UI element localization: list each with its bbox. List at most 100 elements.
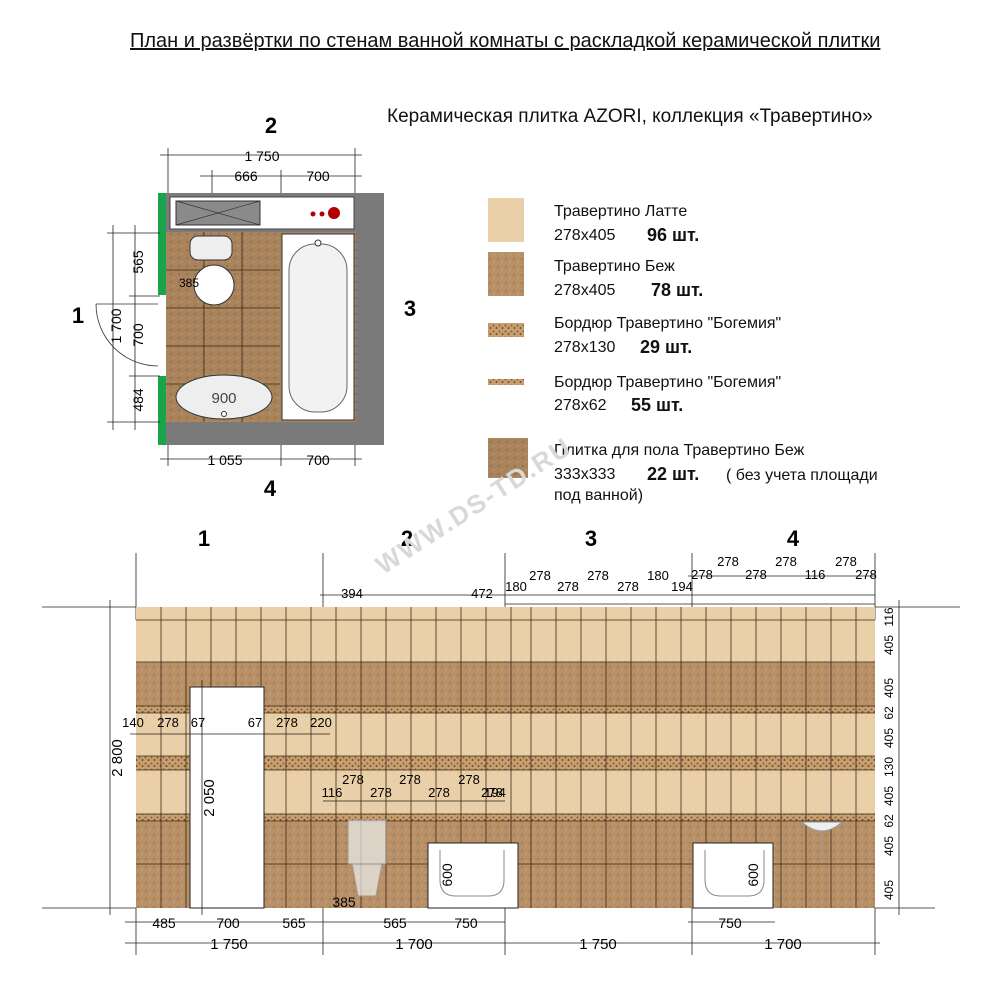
elev-dim-right-1: 405: [882, 635, 896, 655]
swatch-border-62: [488, 379, 524, 385]
elev-dim-top-11: 278: [745, 567, 767, 582]
plan-wall-2: 2: [265, 113, 277, 138]
door-swing: [95, 303, 159, 367]
plan-dim-1700: 1 700: [108, 308, 124, 343]
legend-note-2: под ванной): [554, 487, 644, 504]
elev-dim-right-0: 116: [882, 607, 896, 626]
elev-dim-top-12: 278: [775, 554, 797, 569]
elev-dim-top-13: 116: [805, 567, 826, 582]
plan-dim-1055: 1 055: [207, 452, 242, 468]
plan-dims-top: [160, 148, 362, 194]
elev-dim-mid-left-1: 278: [157, 715, 179, 730]
plan-dim-700: 700: [306, 168, 330, 184]
plan-dim-1750: 1 750: [244, 148, 279, 164]
legend-count-border-130: 29 шт.: [640, 337, 693, 357]
elev-dim-right-3: 62: [882, 706, 896, 720]
elev-dim-mid-right-7: 194: [484, 785, 506, 800]
elev-dim-top-4: 278: [557, 579, 579, 594]
elev-dim-bottom2-0: 1 750: [210, 936, 248, 953]
plan-wall-4: 4: [264, 476, 277, 501]
plan-dims-left: [107, 225, 160, 430]
elev-wall-1: 1: [198, 526, 210, 551]
elev-dim-bottom1-1: 700: [216, 915, 240, 931]
elev-dim-top-15: 278: [835, 554, 857, 569]
elev-dim-bottom1-3: 565: [383, 915, 407, 931]
legend-size-beige: 278x405: [554, 282, 616, 299]
swatch-floor: [488, 438, 528, 478]
toilet-icon: [193, 264, 235, 306]
bathtub-opening-left: [427, 842, 519, 909]
elev-dim-top-6: 278: [617, 579, 639, 594]
legend-note-1: ( без учета площади: [726, 467, 878, 484]
elev-dim-top-1: 472: [471, 586, 493, 601]
legend-size-border-62: 278x62: [554, 397, 607, 414]
plan-dims-bottom: [160, 445, 362, 466]
elev-dim-right-2: 405: [882, 678, 896, 698]
collection-subtitle: Керамическая плитка AZORI, коллекция «Тр…: [387, 106, 873, 127]
tap-icon: [328, 207, 340, 219]
plan-dim-700-left: 700: [130, 323, 146, 347]
elev-dim-bottom1-4: 750: [454, 915, 478, 931]
legend-name-floor: Плитка для пола Травертино Беж: [554, 442, 805, 459]
legend-name-beige: Травертино Беж: [554, 258, 675, 275]
elev-dim-right-6: 405: [882, 786, 896, 806]
swatch-border-130: [488, 323, 524, 337]
elev-dim-top-9: 278: [691, 567, 713, 582]
sink-icon: [175, 374, 273, 420]
elev-wall-2: 2: [401, 526, 413, 551]
elev-dim-bottom1-5: 750: [718, 915, 742, 931]
elev-dim-mid-left-4: 278: [276, 715, 298, 730]
legend-count-floor: 22 шт.: [647, 464, 700, 484]
legend-count-border-62: 55 шт.: [631, 395, 684, 415]
legend-count-beige: 78 шт.: [651, 280, 704, 300]
plan-dim-565: 565: [130, 250, 146, 274]
page-title: План и развёртки по стенам ванной комнат…: [130, 30, 881, 52]
legend-name-border-130: Бордюр Травертино "Богемия": [554, 315, 782, 332]
legend-size-border-130: 278x130: [554, 339, 616, 356]
elev-dim-mid-right-3: 278: [399, 772, 421, 787]
elev-dim-bottom1-0: 485: [152, 915, 176, 931]
legend-name-border-62: Бордюр Травертино "Богемия": [554, 374, 782, 391]
elev-dim-top-14: 278: [855, 567, 877, 582]
elev-dim-top-3: 278: [529, 568, 551, 583]
wall-1-green-upper: [158, 193, 166, 295]
elev-dim-top-7: 180: [647, 568, 669, 583]
elev-dim-mid-left-2: 67: [191, 715, 205, 730]
elev-dim-mid-left-0: 140: [122, 715, 144, 730]
elev-dim-mid-left-3: 67: [248, 715, 262, 730]
elev-dim-right-5: 130: [882, 757, 896, 777]
bathtub-opening-right: [692, 842, 774, 909]
elev-dim-mid-right-6: 278: [481, 785, 503, 800]
elev-dim-top-0: 394: [341, 586, 363, 601]
elev-dim-top-2: 180: [505, 579, 527, 594]
legend-size-floor: 333x333: [554, 466, 616, 483]
plan-wall-3: 3: [404, 296, 416, 321]
wall-1-green-lower: [158, 376, 166, 445]
elev-dim-mid-right-5: 278: [458, 772, 480, 787]
elev-dim-2050: 2 050: [201, 779, 218, 817]
elev-dim-385: 385: [332, 894, 356, 910]
swatch-latte: [488, 198, 524, 242]
plan-dim-666: 666: [234, 168, 258, 184]
elev-dim-right-7: 62: [882, 814, 896, 828]
plan-dim-700-bottom: 700: [306, 452, 330, 468]
elev-dim-mid-right-2: 278: [370, 785, 392, 800]
elev-dim-2800: 2 800: [109, 739, 126, 777]
elev-dim-600-left: 600: [439, 863, 455, 887]
plan-wall-1: 1: [72, 303, 84, 328]
legend-size-latte: 278x405: [554, 227, 616, 244]
elev-dim-600-right: 600: [745, 863, 761, 887]
plan-dim-900: 900: [211, 390, 236, 407]
elev-dim-mid-right-4: 278: [428, 785, 450, 800]
elev-dim-right-8: 405: [882, 836, 896, 856]
plan-dim-385: 385: [179, 276, 199, 290]
elev-dim-right-4: 405: [882, 728, 896, 748]
elev-wall-3: 3: [585, 526, 597, 551]
elev-wall-4: 4: [787, 526, 800, 551]
elev-dim-bottom2-1: 1 700: [395, 936, 433, 953]
plan-dim-484: 484: [130, 388, 146, 412]
swatch-beige: [488, 252, 524, 296]
door-opening: [158, 295, 166, 376]
elev-dim-mid-right-1: 278: [342, 772, 364, 787]
